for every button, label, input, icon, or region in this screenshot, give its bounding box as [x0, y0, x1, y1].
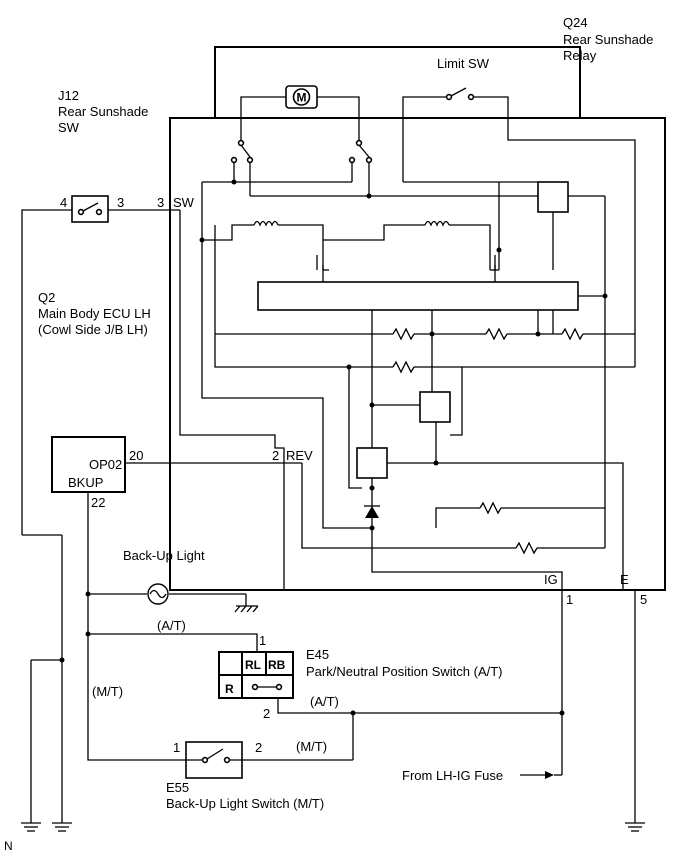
relay-coil-mid [419, 391, 451, 423]
relay-housing [169, 46, 666, 591]
relay-ig-pin: 1 [566, 592, 573, 607]
sunshade-sw-name-2: SW [58, 120, 80, 135]
ig-feed: From LH-IG Fuse [402, 590, 563, 783]
pnp-cell-r: R [225, 682, 234, 696]
bls-name: Back-Up Light Switch (M/T) [166, 796, 324, 811]
pnp-name: Park/Neutral Position Switch (A/T) [306, 664, 503, 679]
relay-name-2: Relay [563, 48, 597, 63]
at-label-top: (A/T) [157, 618, 186, 633]
relay-mid-components [301, 310, 624, 590]
sunshade-sw-pin-right: 3 [117, 195, 124, 210]
relay-coil-lower [356, 447, 388, 479]
relay-coil-upper [537, 181, 569, 213]
relay-id: Q24 [563, 15, 588, 30]
limit-sw-label: Limit SW [437, 56, 490, 71]
left-grounds [21, 534, 72, 832]
relay-rev-pin: 2 [272, 448, 279, 463]
sunshade-sw-pin-left: 4 [60, 195, 67, 210]
relay-internal-wiring [179, 182, 636, 590]
ecu-terminal-top: OP02 [89, 457, 122, 472]
pnp-pin2: 2 [263, 706, 270, 721]
pnp-id: E45 [306, 647, 329, 662]
ecu-id: Q2 [38, 290, 55, 305]
ecu-name-1: Main Body ECU LH [38, 306, 151, 321]
relay-e-pin: 5 [640, 592, 647, 607]
sunshade-sw-name-1: Rear Sunshade [58, 104, 148, 119]
diode-icon [365, 506, 379, 518]
main-body-ecu: Q2 Main Body ECU LH (Cowl Side J/B LH) O… [38, 290, 302, 761]
ecu-pin-top: 20 [129, 448, 143, 463]
mt-label-right: (M/T) [296, 739, 327, 754]
relay-rev-label: REV [286, 448, 313, 463]
backup-light-label: Back-Up Light [123, 548, 205, 563]
bls-pin2: 2 [255, 740, 262, 755]
backup-light: Back-Up Light [85, 548, 259, 613]
arrow-right-icon [545, 771, 554, 779]
motor-icon [292, 88, 311, 106]
relay-name-1: Rear Sunshade [563, 32, 653, 47]
relay-ig-label: IG [544, 572, 558, 587]
fuse-label: From LH-IG Fuse [402, 768, 503, 783]
relay-ground [625, 590, 645, 832]
mt-label-left: (M/T) [92, 684, 123, 699]
bls-id: E55 [166, 780, 189, 795]
rear-sunshade-switch: 4 3 [21, 195, 180, 535]
relay-sw-pin: 3 [157, 195, 164, 210]
ecu-name-2: (Cowl Side J/B LH) [38, 322, 148, 337]
motor-label: M [297, 91, 307, 105]
backup-light-switch: (M/T) 1 2 (M/T) E55 Back-Up Light Switch… [92, 684, 354, 811]
bls-pin1: 1 [173, 740, 180, 755]
at-label-right: (A/T) [310, 694, 339, 709]
sunshade-sw-id: J12 [58, 88, 79, 103]
ecu-terminal-bottom: BKUP [68, 475, 103, 490]
pnp-pin1: 1 [259, 633, 266, 648]
relay-control-ic [257, 281, 579, 311]
ecu-pin-bottom: 22 [91, 495, 105, 510]
limit-switch: Limit SW [402, 56, 636, 334]
pnp-cell-rl: RL [245, 658, 261, 672]
motor-circuit: M [202, 85, 538, 199]
park-neutral-switch: (A/T) 1 RL RB R E45 Park/Neutral Positio… [85, 618, 565, 721]
pnp-cell-rb: RB [268, 658, 286, 672]
corner-label: N [4, 839, 13, 853]
relay-e-label: E [620, 572, 629, 587]
relay-sw-label: SW [173, 195, 195, 210]
